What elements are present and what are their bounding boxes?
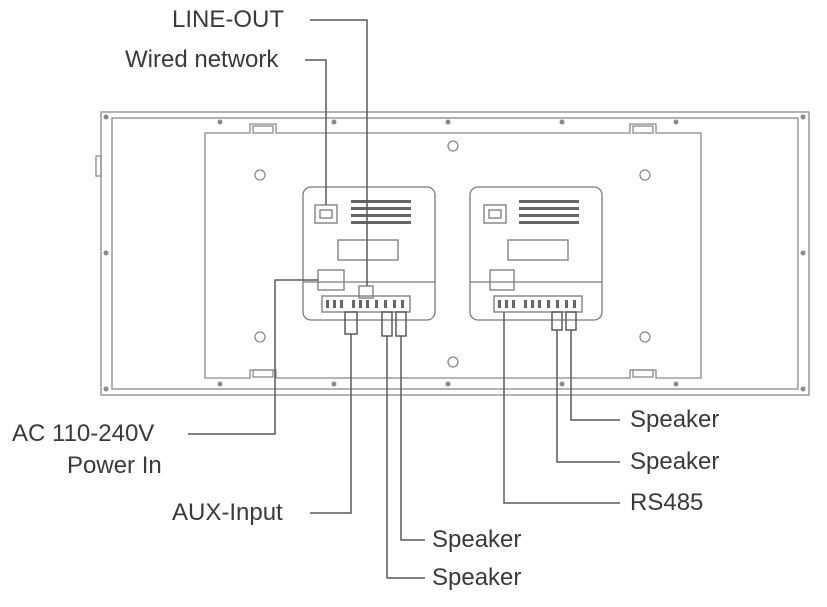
plate-hole bbox=[447, 356, 459, 368]
label-speaker-b: Speaker bbox=[432, 564, 522, 591]
label-aux-input: AUX-Input bbox=[172, 499, 283, 526]
rj45-port-left bbox=[314, 204, 338, 224]
leader-line-out bbox=[310, 19, 368, 286]
label-window-left bbox=[337, 239, 399, 261]
screw bbox=[103, 250, 109, 256]
leader-speaker-b bbox=[386, 336, 425, 579]
plug-speaker-c bbox=[565, 311, 577, 331]
label-ac-power-line2: Power In bbox=[67, 452, 162, 479]
leader-speaker-c bbox=[570, 330, 620, 421]
screw bbox=[103, 114, 109, 120]
mounting-plate bbox=[204, 123, 702, 379]
leader-aux-input bbox=[310, 334, 352, 514]
clip-bottom-left bbox=[252, 369, 274, 378]
leader-speaker-d bbox=[556, 330, 620, 463]
leader-ac-power bbox=[188, 279, 318, 435]
panel-inner bbox=[111, 117, 799, 390]
screw bbox=[673, 119, 679, 125]
clip-bottom-right bbox=[632, 369, 654, 378]
panel-outer bbox=[100, 111, 810, 396]
terminal-block-right bbox=[493, 295, 583, 313]
screw bbox=[103, 386, 109, 392]
plug-aux bbox=[344, 311, 358, 335]
screw bbox=[217, 119, 223, 125]
plate-hole bbox=[254, 331, 266, 343]
label-wired-network: Wired network bbox=[125, 46, 279, 73]
label-window-right bbox=[507, 239, 569, 261]
label-rs485: RS485 bbox=[630, 489, 704, 516]
vent-left bbox=[326, 200, 411, 308]
screw bbox=[445, 381, 451, 387]
plate-hole bbox=[254, 169, 266, 181]
screw bbox=[559, 119, 565, 125]
leader-wired-network bbox=[305, 59, 327, 205]
plate-hole bbox=[447, 140, 459, 152]
label-ac-power-line1: AC 110-240V bbox=[12, 420, 155, 447]
plate-hole bbox=[639, 169, 651, 181]
label-speaker-d: Speaker bbox=[630, 448, 720, 475]
side-tab bbox=[95, 155, 102, 177]
screw bbox=[445, 119, 451, 125]
screw bbox=[673, 381, 679, 387]
screw bbox=[217, 381, 223, 387]
screw bbox=[331, 119, 337, 125]
screw bbox=[800, 386, 806, 392]
plug-speaker-a bbox=[395, 311, 407, 337]
clip-top-left bbox=[252, 125, 274, 134]
label-speaker-c: Speaker bbox=[630, 406, 720, 433]
power-connector-right bbox=[489, 269, 515, 291]
screw bbox=[559, 381, 565, 387]
screw bbox=[331, 381, 337, 387]
terminal-block-left bbox=[321, 295, 411, 313]
leader-speaker-a bbox=[400, 336, 425, 541]
line-out-connector bbox=[358, 285, 374, 299]
plate-hole bbox=[639, 331, 651, 343]
clip-top-right bbox=[632, 125, 654, 134]
label-line-out: LINE-OUT bbox=[172, 6, 285, 33]
plug-speaker-b bbox=[381, 311, 393, 337]
plug-speaker-d bbox=[551, 311, 563, 331]
power-connector-left bbox=[317, 269, 345, 291]
rj45-port-right bbox=[483, 204, 507, 224]
vent-right bbox=[498, 200, 579, 308]
module-right bbox=[469, 186, 603, 321]
leader-rs485 bbox=[503, 312, 620, 504]
label-speaker-a: Speaker bbox=[432, 526, 522, 553]
screw bbox=[800, 250, 806, 256]
screw bbox=[800, 114, 806, 120]
